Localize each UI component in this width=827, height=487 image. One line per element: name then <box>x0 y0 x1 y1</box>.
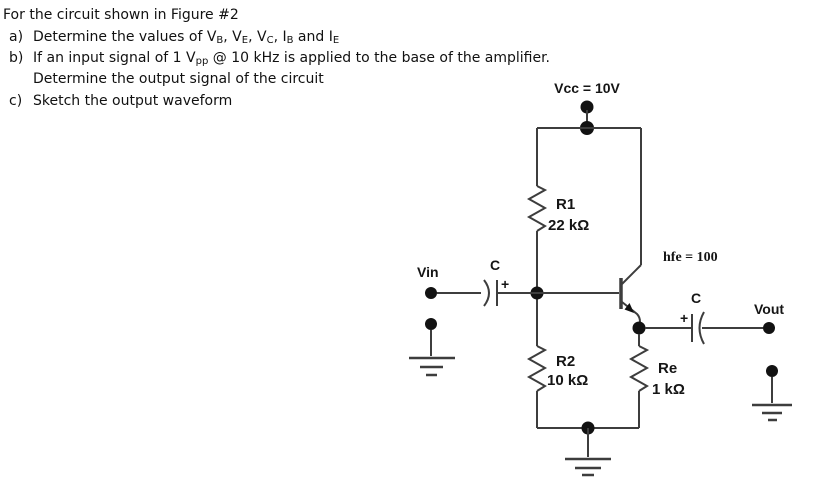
input-cap-label: C <box>490 257 500 273</box>
item-c-label: c) <box>9 93 23 109</box>
r1-name-label: R1 <box>556 196 575 213</box>
emitter-node-dot <box>632 321 646 335</box>
problem-item-b: b) If an input signal of 1 Vpp @ 10 kHz … <box>0 50 827 70</box>
r1-value-label: 22 kΩ <box>548 217 589 234</box>
input-network: Vin C + <box>409 257 537 377</box>
vcc-terminal-dot <box>580 100 594 114</box>
problem-item-b-line2: Determine the output signal of the circu… <box>33 71 324 87</box>
problem-item-a: a) Determine the values of VB, VE, VC, I… <box>0 29 827 49</box>
item-b-text: If an input signal of 1 Vpp @ 10 kHz is … <box>33 50 551 67</box>
item-c-text: Sketch the output waveform <box>33 93 233 109</box>
problem-title: For the circuit shown in Figure #2 <box>3 7 239 23</box>
resistor-r1-zigzag <box>526 185 548 232</box>
item-b-label: b) <box>9 50 24 66</box>
r2-name-label: R2 <box>556 353 575 370</box>
input-cap-curved-plate <box>483 279 490 307</box>
power-rail: Vcc = 10V <box>537 80 641 135</box>
divider-branch: R1 22 kΩ R2 10 kΩ <box>526 128 589 428</box>
emitter-lead <box>621 301 641 323</box>
vout-ground-terminal-dot <box>766 365 778 377</box>
vin-label: Vin <box>417 264 439 280</box>
re-value-label: 1 kΩ <box>652 381 685 398</box>
vin-ground-terminal-dot <box>425 318 437 330</box>
vout-ground-symbol <box>752 403 792 422</box>
emitter-resistor: Re 1 kΩ <box>628 334 685 428</box>
output-cap-curved-plate <box>698 311 705 345</box>
vin-ground-symbol <box>409 356 455 377</box>
collector-lead <box>621 264 642 285</box>
vout-terminal-dot <box>763 322 775 334</box>
problem-item-c: c) Sketch the output waveform <box>0 93 827 113</box>
output-cap-label: C <box>691 290 701 306</box>
resistor-r2-zigzag <box>526 345 548 392</box>
bottom-ground-symbol <box>565 457 611 477</box>
resistor-re-zigzag <box>628 345 650 392</box>
vout-label: Vout <box>754 301 784 317</box>
output-network: + C Vout <box>645 290 792 422</box>
transistor-npn: hfe = 100 <box>537 128 718 335</box>
vcc-label: Vcc = 10V <box>554 80 620 96</box>
bottom-rail <box>537 421 639 477</box>
item-a-label: a) <box>9 29 24 45</box>
input-cap-polarity: + <box>501 276 509 292</box>
hfe-label: hfe = 100 <box>663 250 718 265</box>
output-cap-polarity: + <box>680 310 688 326</box>
r2-value-label: 10 kΩ <box>547 372 588 389</box>
re-name-label: Re <box>658 360 677 377</box>
emitter-arrow-icon <box>624 303 634 313</box>
vin-terminal-dot <box>425 287 437 299</box>
item-a-text: Determine the values of VB, VE, VC, IB a… <box>33 29 340 46</box>
